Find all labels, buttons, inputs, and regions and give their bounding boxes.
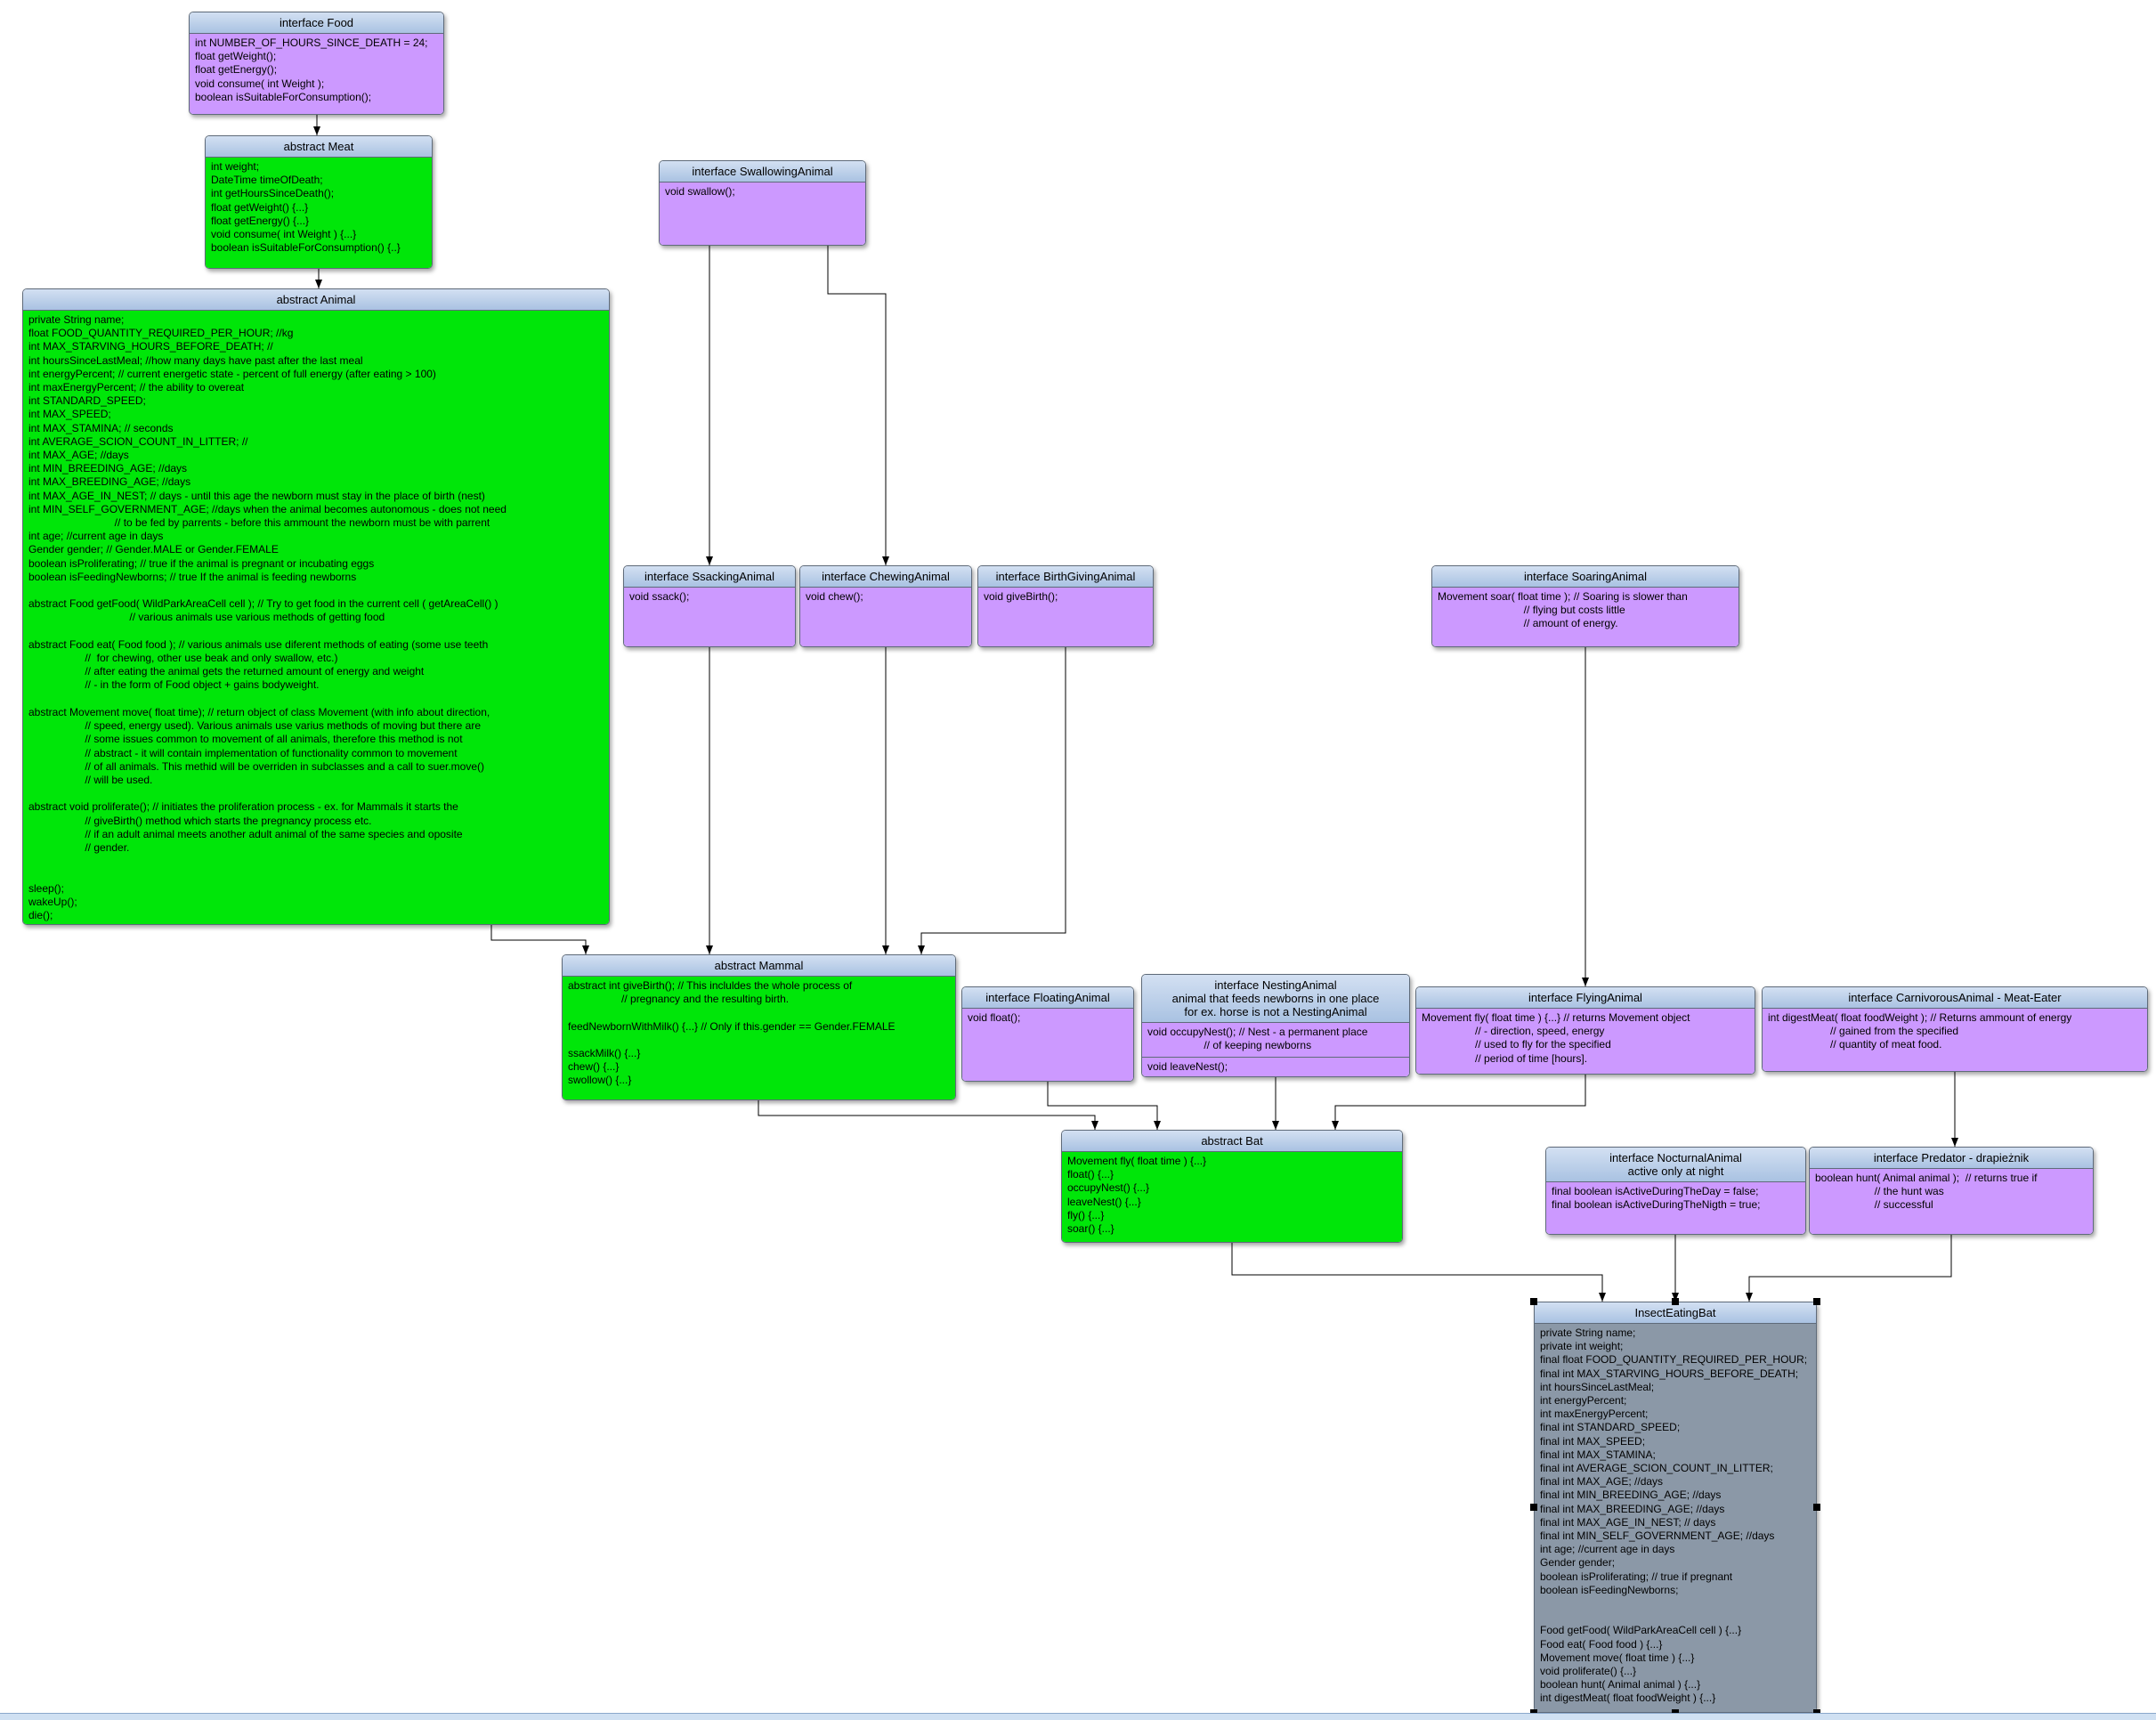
node-title: interface Predator - drapieżnik: [1810, 1148, 2093, 1169]
node-body: int weight; DateTime timeOfDeath; int ge…: [206, 158, 432, 268]
node-interface-nestinganimal[interactable]: interface NestingAnimal animal that feed…: [1141, 974, 1410, 1077]
node-title: interface NocturnalAnimal active only at…: [1546, 1148, 1805, 1182]
edge-birthgiving-mammal[interactable]: [918, 647, 1066, 954]
node-title: interface NestingAnimal animal that feed…: [1142, 975, 1409, 1023]
node-body: abstract int giveBirth(); // This inclul…: [563, 977, 955, 1099]
node-body: void swallow();: [660, 183, 865, 245]
node-interface-floatinganimal[interactable]: interface FloatingAnimal void float();: [961, 986, 1134, 1082]
edge-flying-bat[interactable]: [1332, 1075, 1586, 1130]
node-title: interface BirthGivingAnimal: [978, 566, 1153, 588]
selection-handle[interactable]: [1813, 1298, 1820, 1305]
node-title: abstract Meat: [206, 136, 432, 158]
node-body: private String name; float FOOD_QUANTITY…: [23, 311, 609, 924]
node-body: void float();: [962, 1009, 1133, 1081]
selection-handle[interactable]: [1530, 1504, 1537, 1511]
edge-predator-insecteatingbat[interactable]: [1746, 1235, 1952, 1302]
node-interface-swallowinganimal[interactable]: interface SwallowingAnimal void swallow(…: [659, 160, 866, 246]
node-body: Movement fly( float time ) {...} float()…: [1062, 1152, 1402, 1242]
node-abstract-mammal[interactable]: abstract Mammal abstract int giveBirth()…: [562, 954, 956, 1100]
node-title: interface ChewingAnimal: [800, 566, 971, 588]
node-interface-carnivorousanimal[interactable]: interface CarnivorousAnimal - Meat-Eater…: [1762, 986, 2148, 1072]
node-title: abstract Mammal: [563, 955, 955, 977]
edge-mammal-bat[interactable]: [758, 1100, 1098, 1130]
node-body: Movement soar( float time ); // Soaring …: [1432, 588, 1739, 646]
node-interface-chewinganimal[interactable]: interface ChewingAnimal void chew();: [799, 565, 972, 647]
node-body: void giveBirth();: [978, 588, 1153, 646]
node-abstract-meat[interactable]: abstract Meat int weight; DateTime timeO…: [205, 135, 433, 269]
node-body: int digestMeat( float foodWeight ); // R…: [1763, 1009, 2147, 1071]
edge-floating-bat[interactable]: [1047, 1082, 1161, 1130]
node-body: void occupyNest(); // Nest - a permanent…: [1142, 1023, 1409, 1057]
node-body: final boolean isActiveDuringTheDay = fal…: [1546, 1182, 1805, 1234]
node-interface-nocturnalanimal[interactable]: interface NocturnalAnimal active only at…: [1545, 1147, 1806, 1235]
node-body: boolean hunt( Animal animal ); // return…: [1810, 1169, 2093, 1234]
node-abstract-animal[interactable]: abstract Animal private String name; flo…: [22, 288, 610, 925]
node-title: interface Food: [190, 12, 443, 34]
node-interface-predator[interactable]: interface Predator - drapieżnik boolean …: [1809, 1147, 2094, 1235]
node-interface-ssackinganimal[interactable]: interface SsackingAnimal void ssack();: [623, 565, 796, 647]
node-title: interface FloatingAnimal: [962, 987, 1133, 1009]
selection-handle[interactable]: [1672, 1298, 1679, 1305]
node-body-compartment: void leaveNest();: [1142, 1056, 1409, 1076]
node-title: interface SsackingAnimal: [624, 566, 795, 588]
node-body: Movement fly( float time ) {...} // retu…: [1416, 1009, 1755, 1074]
node-body: void chew();: [800, 588, 971, 646]
node-interface-birthgivinganimal[interactable]: interface BirthGivingAnimal void giveBir…: [977, 565, 1154, 647]
edge-animal-mammal[interactable]: [490, 925, 589, 954]
selection-handle[interactable]: [1813, 1504, 1820, 1511]
node-title: interface SwallowingAnimal: [660, 161, 865, 183]
edge-bat-insecteatingbat[interactable]: [1231, 1243, 1606, 1302]
edge-swallowing-chewing[interactable]: [827, 246, 889, 565]
node-interface-food[interactable]: interface Food int NUMBER_OF_HOURS_SINCE…: [189, 12, 444, 115]
node-body: private String name; private int weight;…: [1535, 1324, 1816, 1712]
node-interface-flyinganimal[interactable]: interface FlyingAnimal Movement fly( flo…: [1415, 986, 1755, 1075]
node-title: interface SoaringAnimal: [1432, 566, 1739, 588]
node-body: void ssack();: [624, 588, 795, 646]
node-title: abstract Animal: [23, 289, 609, 311]
node-class-insecteatingbat[interactable]: InsectEatingBat private String name; pri…: [1534, 1302, 1817, 1713]
selection-handle[interactable]: [1530, 1298, 1537, 1305]
node-title: interface FlyingAnimal: [1416, 987, 1755, 1009]
window-bottom-edge: [0, 1713, 2156, 1720]
node-title: abstract Bat: [1062, 1131, 1402, 1152]
node-title: InsectEatingBat: [1535, 1302, 1816, 1324]
node-interface-soaringanimal[interactable]: interface SoaringAnimal Movement soar( f…: [1431, 565, 1739, 647]
node-body: int NUMBER_OF_HOURS_SINCE_DEATH = 24; fl…: [190, 34, 443, 114]
node-abstract-bat[interactable]: abstract Bat Movement fly( float time ) …: [1061, 1130, 1403, 1243]
node-title: interface CarnivorousAnimal - Meat-Eater: [1763, 987, 2147, 1009]
